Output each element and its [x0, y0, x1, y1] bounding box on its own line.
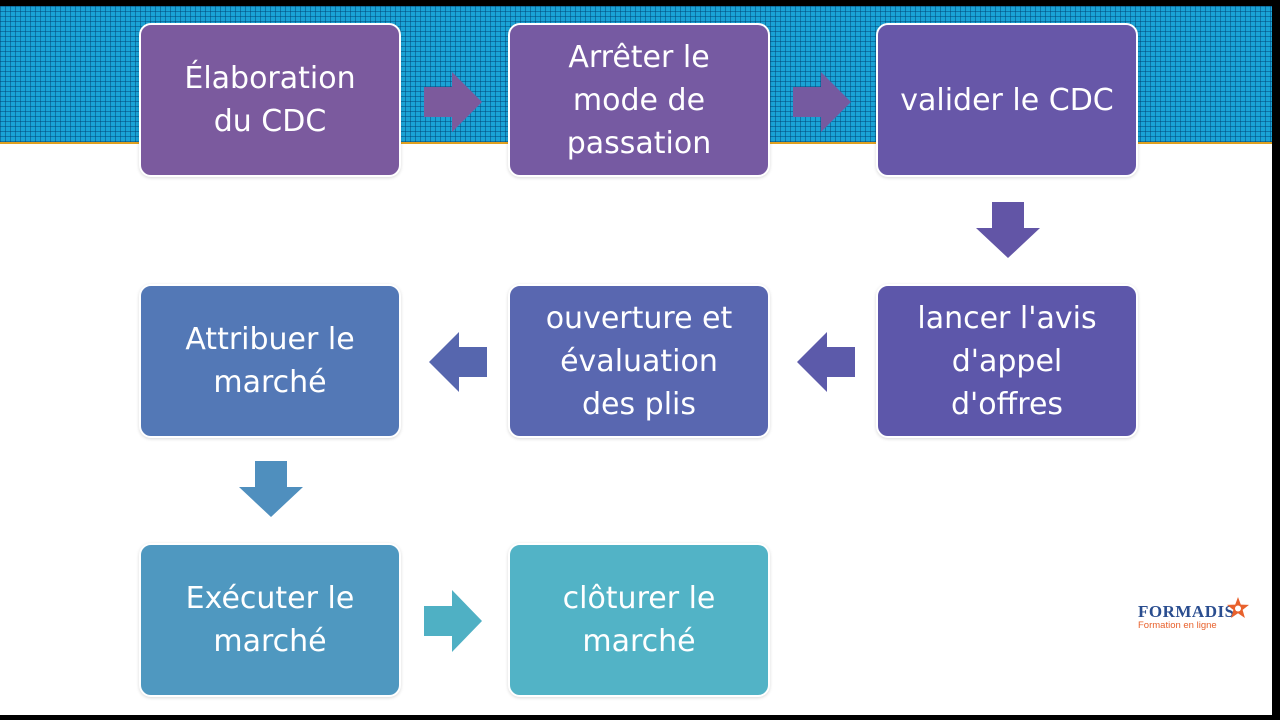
- step-arreter-mode-passation: Arrêter le mode de passation: [508, 23, 770, 177]
- step-elaboration-cdc: Élaboration du CDC: [139, 23, 401, 177]
- arrow-down-2: [239, 461, 303, 517]
- step-attribuer-marche: Attribuer le marché: [139, 284, 401, 438]
- step-ouverture-evaluation-plis: ouverture et évaluation des plis: [508, 284, 770, 438]
- arrow-right-1: [424, 72, 482, 132]
- arrow-right-2: [793, 72, 851, 132]
- arrow-left-1: [797, 332, 855, 392]
- logo-name: FORMADIS: [1138, 602, 1235, 621]
- formadis-logo: FORMADIS Formation en ligne: [1138, 597, 1249, 631]
- step-executer-marche: Exécuter le marché: [139, 543, 401, 697]
- step-lancer-avis-appel-offres: lancer l'avis d'appel d'offres: [876, 284, 1138, 438]
- star-icon: [1227, 597, 1249, 618]
- logo-tagline: Formation en ligne: [1138, 620, 1217, 631]
- arrow-left-2: [429, 332, 487, 392]
- step-cloturer-marche: clôturer le marché: [508, 543, 770, 697]
- step-valider-cdc: valider le CDC: [876, 23, 1138, 177]
- right-edge: [1272, 6, 1276, 715]
- arrow-right-3: [424, 590, 482, 652]
- slide: Élaboration du CDC Arrêter le mode de pa…: [0, 6, 1276, 715]
- arrow-down-1: [976, 202, 1040, 258]
